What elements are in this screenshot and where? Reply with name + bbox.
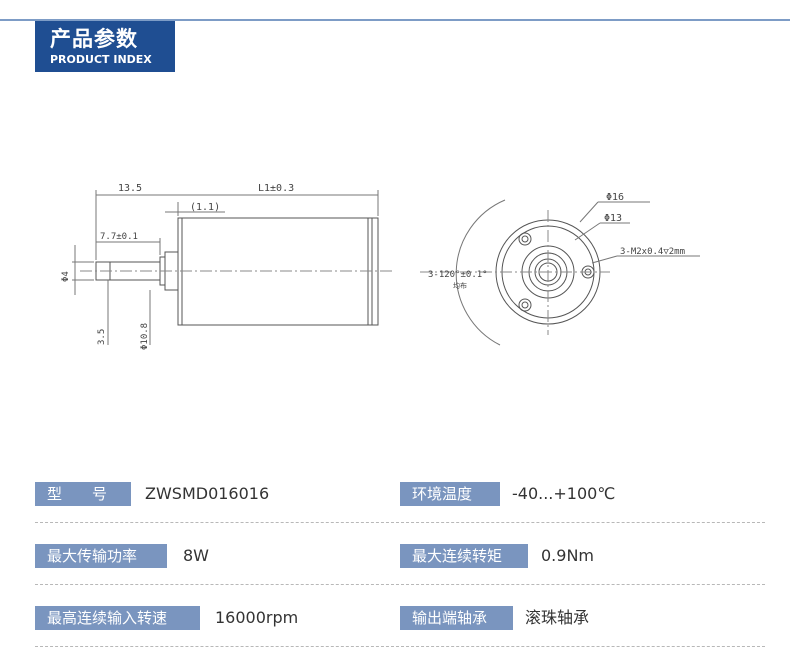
technical-drawing: 13.5 L1±0.3 (1.1) 7.7±0.1 Φ4 3.5 Φ10.8 Φ… [61,183,700,350]
spec-value: ZWSMD016016 [145,484,270,503]
section-title-en: PRODUCT INDEX [50,53,152,66]
row-divider [35,646,765,647]
spec-row: 型 号 ZWSMD016016 环境温度 -40...+100℃ [35,479,765,523]
spec-label: 型 号 [35,482,131,506]
spec-value: -40...+100℃ [512,484,616,503]
section-header: 产品参数 PRODUCT INDEX [35,21,175,72]
spec-value: 8W [183,546,209,565]
dim-body: L1±0.3 [258,183,294,194]
dim-angle: 3-120°±0.1° [428,270,488,280]
section-title-cn: 产品参数 [50,27,138,51]
dim-shaft: 7.7±0.1 [100,232,138,242]
spec-label: 最高连续输入转速 [35,606,200,630]
spec-value: 16000rpm [215,608,299,627]
dim-holes: 3-M2x0.4▽2mm [620,247,685,257]
dim-dia10: Φ10.8 [140,323,150,350]
dim-dia16: Φ16 [606,192,624,203]
spec-label: 环境温度 [400,482,500,506]
dim-flat: 3.5 [97,329,107,345]
side-view [72,190,395,345]
mount-hole [518,298,532,312]
row-divider [35,522,765,523]
dim-angle-note: 均布 [453,281,467,290]
dim-small: (1.1) [190,202,220,213]
spec-label: 输出端轴承 [400,606,513,630]
spec-row: 最大传输功率 8W 最大连续转矩 0.9Nm [35,541,765,585]
top-divider-line [0,19,790,21]
front-view [420,199,700,346]
spec-value: 滚珠轴承 [525,608,590,627]
dim-length-top: 13.5 [118,183,142,194]
spec-label: 最大连续转矩 [400,544,528,568]
spec-value: 0.9Nm [541,546,594,565]
dim-dia4: Φ4 [61,271,71,282]
dim-dia13: Φ13 [604,213,622,224]
mount-hole [518,232,532,246]
spec-row: 最高连续输入转速 16000rpm 输出端轴承 滚珠轴承 [35,603,765,647]
row-divider [35,584,765,585]
spec-label: 最大传输功率 [35,544,167,568]
